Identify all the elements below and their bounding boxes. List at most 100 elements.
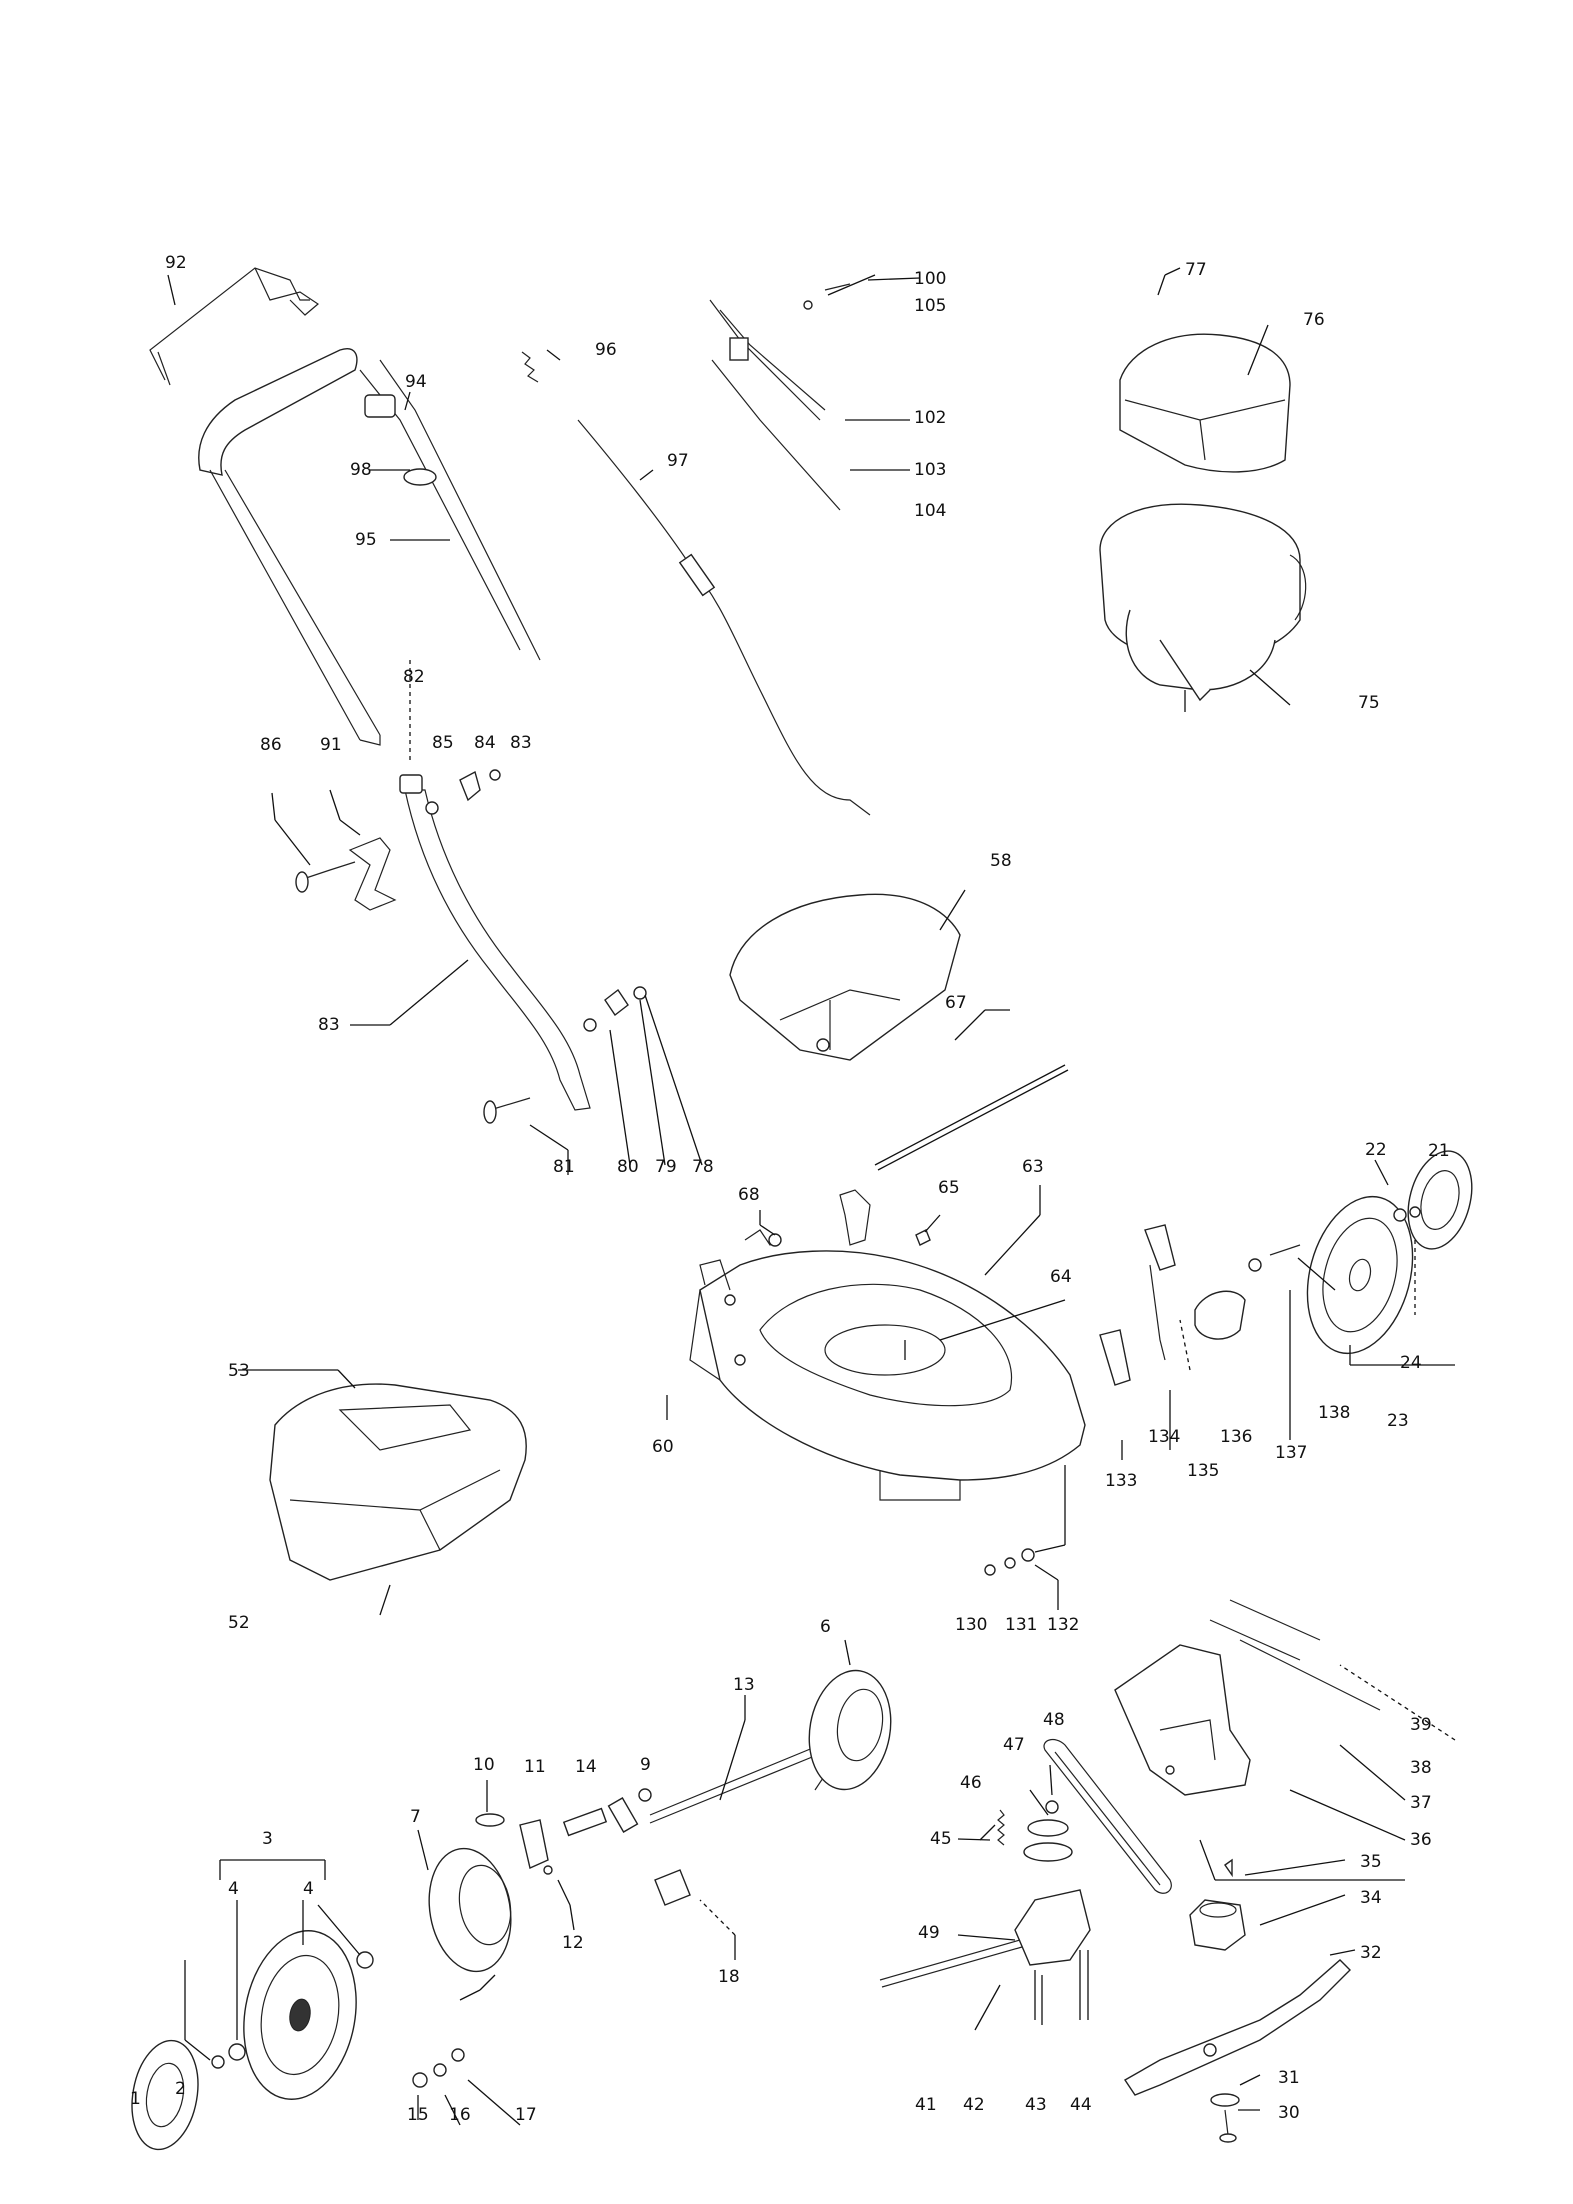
callout: 10 [473, 1755, 495, 1775]
gear-cover-6 [808, 1669, 892, 1791]
callout: 39 [1410, 1715, 1432, 1735]
callout: 138 [1318, 1403, 1350, 1423]
callout: 95 [355, 530, 377, 550]
callout: 58 [990, 851, 1012, 871]
callout: 2 [175, 2079, 186, 2099]
engine-75 [1099, 503, 1307, 712]
callout: 86 [260, 735, 282, 755]
callout: 44 [1070, 2095, 1092, 2115]
callout: 96 [595, 340, 617, 360]
callout: 81 [553, 1157, 575, 1177]
small-fasteners-top [425, 769, 501, 815]
callout: 37 [1410, 1793, 1432, 1813]
gearbox-assembly [879, 1800, 1091, 2020]
callout: 23 [1387, 1411, 1409, 1431]
blade-hub [1189, 1858, 1246, 1951]
callout: 137 [1275, 1443, 1307, 1463]
handle-top-bar [149, 267, 319, 386]
height-adjust-parts [1099, 1224, 1301, 1386]
belt-48 [1043, 1738, 1172, 1894]
callout: 130 [955, 1615, 987, 1635]
callout: 13 [733, 1675, 755, 1695]
callout: 64 [1050, 1267, 1072, 1287]
callout: 14 [575, 1757, 597, 1777]
small-fasteners-bottom [483, 986, 647, 1124]
callout: 84 [474, 733, 496, 753]
callout: 12 [562, 1933, 584, 1953]
callout: 36 [1410, 1830, 1432, 1850]
callout: 94 [405, 372, 427, 392]
callout: 3 [262, 1829, 273, 1849]
engine-cover-76 [1119, 333, 1291, 473]
callout: 75 [1358, 693, 1380, 713]
gearbox-cover [1114, 1599, 1381, 1796]
callout: 98 [350, 460, 372, 480]
callout: 41 [915, 2095, 937, 2115]
callout: 78 [692, 1157, 714, 1177]
callout: 9 [640, 1755, 651, 1775]
callout: 16 [449, 2105, 471, 2125]
front-wheel [131, 1930, 374, 2151]
callout: 102 [914, 408, 946, 428]
front-drive-parts [412, 1788, 691, 2088]
callout: 47 [1003, 1735, 1025, 1755]
control-parts-right [709, 283, 851, 511]
callout: 30 [1278, 2103, 1300, 2123]
blade-bolt [1210, 2093, 1240, 2143]
callout: 133 [1105, 1471, 1137, 1491]
callout: 15 [407, 2105, 429, 2125]
spring-96 [521, 351, 539, 383]
callout: 76 [1303, 310, 1325, 330]
rear-wheel [1306, 1150, 1473, 1355]
throttle-cable [577, 419, 871, 816]
callout: 68 [738, 1185, 760, 1205]
callout: 21 [1428, 1141, 1450, 1161]
rear-flap-58 [729, 893, 961, 1061]
axle-13 [649, 1744, 836, 1824]
callout: 1 [130, 2089, 141, 2109]
bolt-knob [295, 837, 397, 911]
callout: 80 [617, 1157, 639, 1177]
callout: 65 [938, 1178, 960, 1198]
callout: 53 [228, 1361, 250, 1381]
blade-32 [1124, 1959, 1351, 2096]
callout: 91 [320, 735, 342, 755]
callout: 49 [918, 1923, 940, 1943]
callout: 42 [963, 2095, 985, 2115]
lower-handle-tube [399, 774, 591, 1111]
deck-washers [984, 1548, 1035, 1576]
callout: 35 [1360, 1852, 1382, 1872]
callout: 97 [667, 451, 689, 471]
callout: 18 [718, 1967, 740, 1987]
callout: 79 [655, 1157, 677, 1177]
callout: 100 [914, 269, 946, 289]
callout: 38 [1410, 1758, 1432, 1778]
callout: 82 [403, 667, 425, 687]
callout: 4 [228, 1879, 239, 1899]
rod-67 [874, 1064, 1069, 1171]
callout: 43 [1025, 2095, 1047, 2115]
deck-details [666, 1229, 931, 1420]
callout: 77 [1185, 260, 1207, 280]
callout-labels: 1 2 3 4 4 6 7 9 10 11 12 13 14 15 16 17 … [130, 253, 1450, 2125]
callout: 105 [914, 296, 946, 316]
callout: 67 [945, 993, 967, 1013]
callout: 6 [820, 1617, 831, 1637]
mower-deck-63 [689, 1189, 1086, 1501]
callout: 46 [960, 1773, 982, 1793]
callout: 134 [1148, 1427, 1180, 1447]
callout: 83 [318, 1015, 340, 1035]
callout: 131 [1005, 1615, 1037, 1635]
callout: 85 [432, 733, 454, 753]
callout: 60 [652, 1437, 674, 1457]
callout: 4 [303, 1879, 314, 1899]
grass-catcher [269, 1383, 527, 1581]
callout: 31 [1278, 2068, 1300, 2088]
callout: 22 [1365, 1140, 1387, 1160]
callout: 52 [228, 1613, 250, 1633]
callout: 132 [1047, 1615, 1079, 1635]
callout: 34 [1360, 1888, 1382, 1908]
callout: 45 [930, 1829, 952, 1849]
callout: 48 [1043, 1710, 1065, 1730]
